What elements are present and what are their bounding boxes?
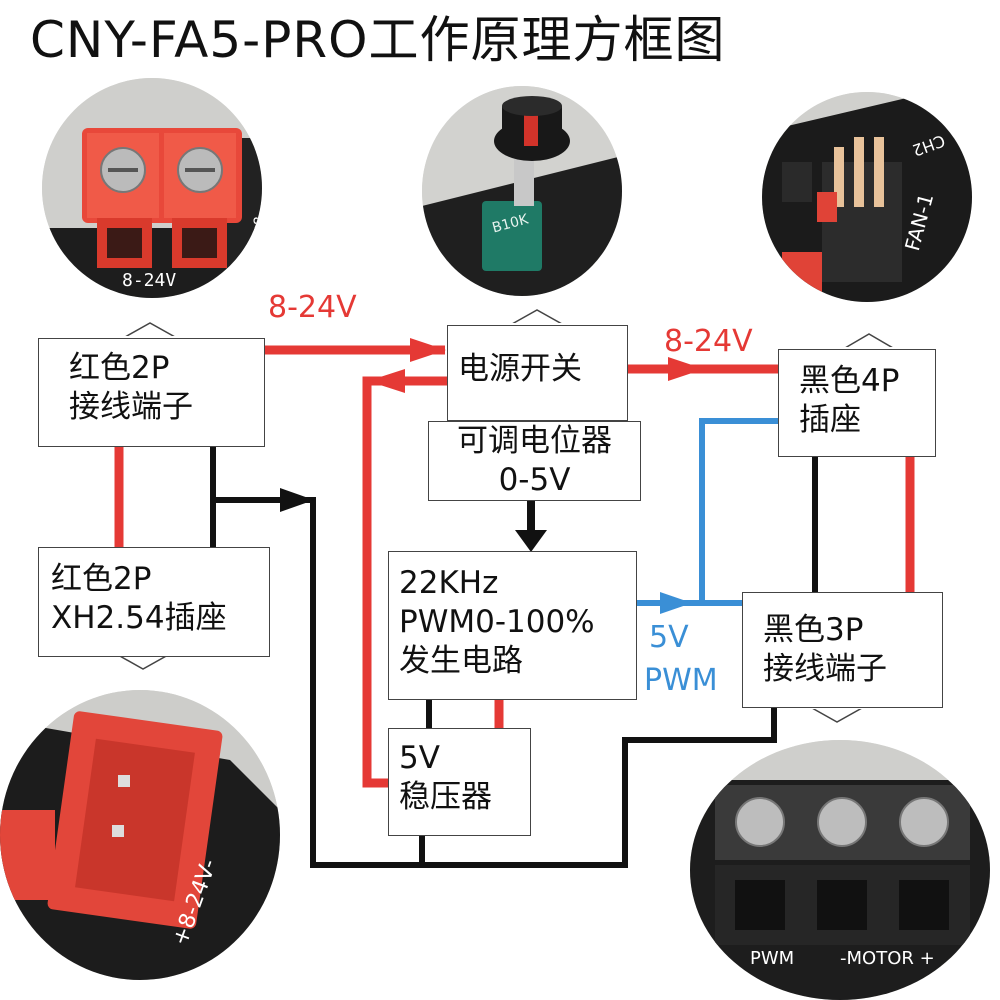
label-voltage-in: 8-24V [268, 290, 357, 325]
box-5v-regulator: 5V 稳压器 [388, 728, 531, 836]
box-pwm-generator-line3: 发生电路 [399, 642, 523, 679]
box-red-2p-xh-line2: XH2.54插座 [51, 599, 227, 636]
knob-photo: B10K [422, 86, 622, 296]
box-pwm-generator: 22KHz PWM0-100% 发生电路 [388, 551, 637, 700]
box-black-3p-terminal-line1: 黑色3P [763, 612, 864, 648]
box-pwm-generator-line1: 22KHz [399, 565, 499, 601]
arrow-pwm-out [660, 592, 692, 614]
label-pwm-5v: 5V [649, 620, 689, 655]
wire-switch-to-regulator [362, 376, 447, 788]
diagram-title: CNY-FA5-PRO工作原理方框图 [30, 11, 726, 69]
box-red-2p-xh-line1: 红色2P [51, 561, 152, 597]
callout-black-4p [842, 333, 896, 349]
box-red-2p-terminal-line2: 接线端子 [69, 388, 193, 425]
box-potentiometer: 可调电位器 0-5V [428, 421, 641, 501]
terminal-3p-print-pwm: PWM [750, 948, 795, 969]
callout-red-terminal [122, 322, 178, 338]
box-5v-regulator-line2: 稳压器 [399, 778, 492, 815]
xh-socket-photo: +8-24V- [0, 690, 280, 980]
arrow-switch-to-regulator [368, 369, 405, 393]
callout-red-xh [115, 654, 171, 670]
arrow-power-in [410, 338, 446, 362]
arrow-pot-to-pwm [515, 530, 547, 552]
label-voltage-out: 8-24V [664, 324, 753, 359]
wire-pwm-to-4p [699, 418, 778, 603]
arrow-ground-bus [280, 488, 314, 512]
box-red-2p-terminal: 红色2P 接线端子 [38, 338, 265, 447]
box-red-2p-terminal-line1: 红色2P [69, 350, 170, 386]
terminal-3p-print-motor: -MOTOR + [840, 948, 935, 969]
box-black-4p-socket-line2: 插座 [799, 401, 861, 438]
box-potentiometer-line1: 可调电位器 [457, 423, 612, 459]
box-black-4p-socket: 黑色4P 插座 [778, 349, 936, 457]
label-pwm: PWM [644, 663, 718, 698]
box-potentiometer-line2: 0-5V [498, 461, 571, 498]
red-terminal-photo: 8-24V C-INTUP +8- [42, 78, 262, 298]
box-black-3p-terminal: 黑色3P 接线端子 [742, 592, 943, 708]
box-red-2p-xh: 红色2P XH2.54插座 [38, 547, 270, 657]
box-5v-regulator-line1: 5V [399, 740, 440, 776]
fan-header-photo: FAN-1 CH2 [762, 92, 972, 302]
box-power-switch: 电源开关 [447, 325, 628, 421]
terminal-2p-print: 8-24V [122, 270, 177, 291]
box-black-3p-terminal-line2: 接线端子 [763, 650, 887, 687]
box-power-switch-line1: 电源开关 [458, 351, 582, 387]
terminal-3p-photo: PWM -MOTOR + [690, 740, 990, 1000]
box-pwm-generator-line2: PWM0-100% [399, 603, 595, 640]
callout-black-3p [809, 707, 865, 723]
box-black-4p-socket-line1: 黑色4P [799, 363, 900, 399]
callout-power-switch [509, 309, 565, 325]
arrow-power-out [668, 357, 704, 381]
